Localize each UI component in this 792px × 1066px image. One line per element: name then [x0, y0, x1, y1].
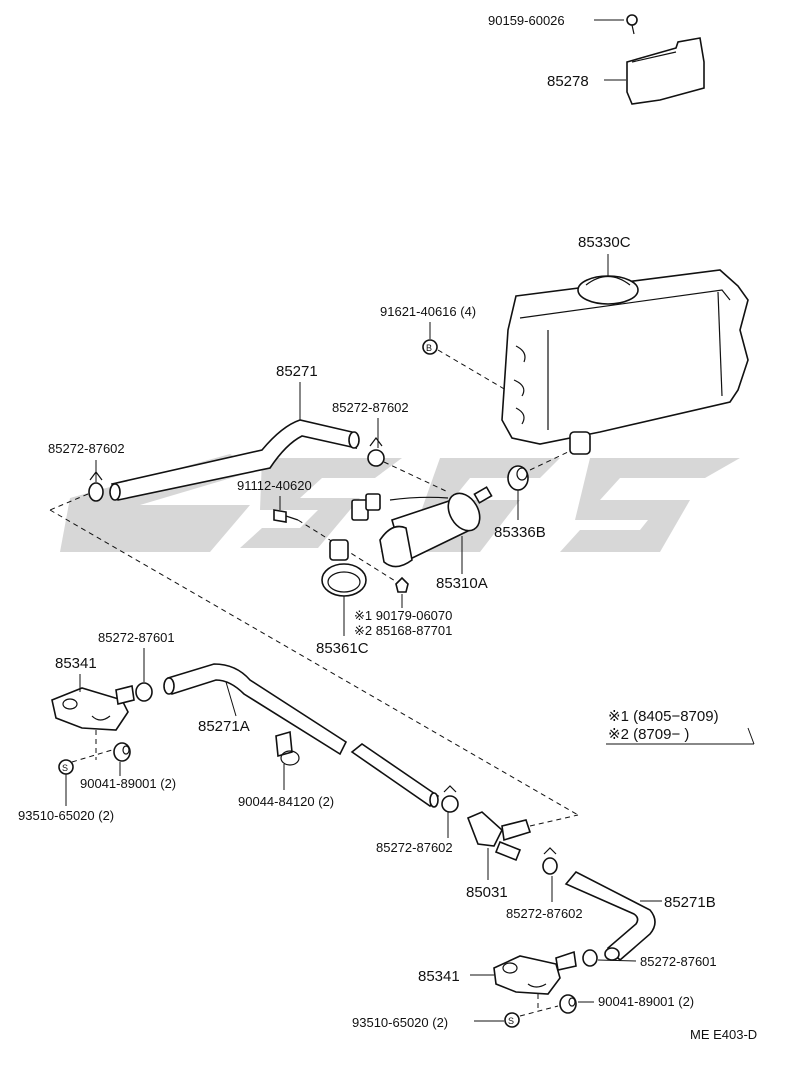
- label-85272-87602-left: 85272-87602: [48, 441, 125, 456]
- label-90041-89001-right: 90041-89001 (2): [598, 994, 694, 1009]
- marker-s-right-letter: S: [508, 1016, 514, 1026]
- marker-b-grommet: B: [422, 339, 438, 355]
- leader-85271a: [225, 681, 237, 717]
- dash-left-corner-top: [49, 493, 89, 511]
- part-85341-bracket-right: [493, 955, 561, 995]
- part-85336b-grommet: [507, 465, 529, 491]
- part-85272-87602-clip-left: [88, 471, 104, 502]
- label-93510-65020-right: 93510-65020 (2): [352, 1015, 448, 1030]
- label-85310a: 85310A: [436, 575, 488, 592]
- label-85272-87602-joint: 85272-87602: [376, 840, 453, 855]
- label-93510-65020-left: 93510-65020 (2): [18, 808, 114, 823]
- label-85341-right: 85341: [418, 968, 460, 985]
- dash-b-to-tank: [437, 349, 507, 391]
- part-85031-joint: [466, 811, 532, 862]
- label-90044-84120: 90044-84120 (2): [238, 794, 334, 809]
- part-90044-84120-clamp: [275, 730, 300, 766]
- leader-85272-87601-right: [597, 959, 637, 962]
- dash-joint-to-corner: [529, 814, 579, 827]
- part-90041-89001-grommet-right: [559, 994, 577, 1014]
- label-85031: 85031: [466, 884, 508, 901]
- label-91621-40616: 91621-40616 (4): [380, 304, 476, 319]
- label-85272-87601-left: 85272-87601: [98, 630, 175, 645]
- marker-s-left: S: [58, 759, 74, 775]
- label-85336b: 85336B: [494, 524, 546, 541]
- part-85272-87602-clip-joint: [441, 785, 459, 813]
- marker-s-right: S: [504, 1012, 520, 1028]
- dash-grommet-to-tank: [529, 451, 569, 471]
- part-85341-bracket-left: [51, 687, 129, 731]
- part-90159-bolt: [626, 14, 638, 35]
- dash-long-diagonal: [49, 509, 579, 816]
- part-85272-87601-clip-right: [555, 949, 598, 971]
- label-90159-60026: 90159-60026: [488, 13, 565, 28]
- dash-s-to-grommet-right: [519, 1005, 559, 1017]
- label-90041-89001-left: 90041-89001 (2): [80, 776, 176, 791]
- part-85278-cover: [626, 37, 705, 105]
- label-90179-06070: ※1 90179-06070: [354, 608, 452, 623]
- part-85272-87602-clip-right: [367, 437, 385, 467]
- label-85271: 85271: [276, 363, 318, 380]
- label-85271b: 85271B: [664, 894, 716, 911]
- part-85330c-washer-tank: [501, 269, 749, 455]
- label-85330c: 85330C: [578, 234, 631, 251]
- legend: ※1 (8405−8709) ※2 (8709− ): [606, 708, 755, 745]
- part-85272-87601-clip-left: [115, 682, 153, 705]
- dash-clip-to-pump: [383, 461, 449, 493]
- part-85272-87602-clip-lower: [542, 847, 558, 875]
- part-85271-hose: [109, 419, 360, 501]
- legend-line-1: ※1 (8405−8709): [608, 708, 719, 725]
- legend-line-2: ※2 (8709− ): [608, 726, 689, 743]
- label-85168-87701: ※2 85168-87701: [354, 623, 452, 638]
- part-90179-nut: [395, 576, 409, 593]
- legend-bracket: [747, 727, 755, 745]
- label-85341-left: 85341: [55, 655, 97, 672]
- label-85361c: 85361C: [316, 640, 369, 657]
- marker-b-letter: B: [426, 343, 432, 353]
- label-85271a: 85271A: [198, 718, 250, 735]
- dash-s-to-grommet-left: [71, 749, 113, 763]
- label-85272-87602-lower: 85272-87602: [506, 906, 583, 921]
- part-90041-89001-grommet-left: [113, 742, 131, 762]
- figure-code: ME E403-D: [690, 1027, 757, 1042]
- part-85310a-washer-pump: [351, 486, 493, 568]
- label-85272-87602-right: 85272-87602: [332, 400, 409, 415]
- label-85272-87601-right: 85272-87601: [640, 954, 717, 969]
- label-85278: 85278: [547, 73, 589, 90]
- label-91112-40620: 91112-40620: [237, 478, 312, 493]
- dash-bolt-to-nut: [297, 519, 401, 585]
- marker-s-left-letter: S: [62, 763, 68, 773]
- part-85271a-hose: [163, 663, 440, 808]
- part-85361c-band: [321, 539, 367, 597]
- part-85271b-hose: [564, 870, 656, 962]
- part-91112-bolt: [273, 509, 299, 523]
